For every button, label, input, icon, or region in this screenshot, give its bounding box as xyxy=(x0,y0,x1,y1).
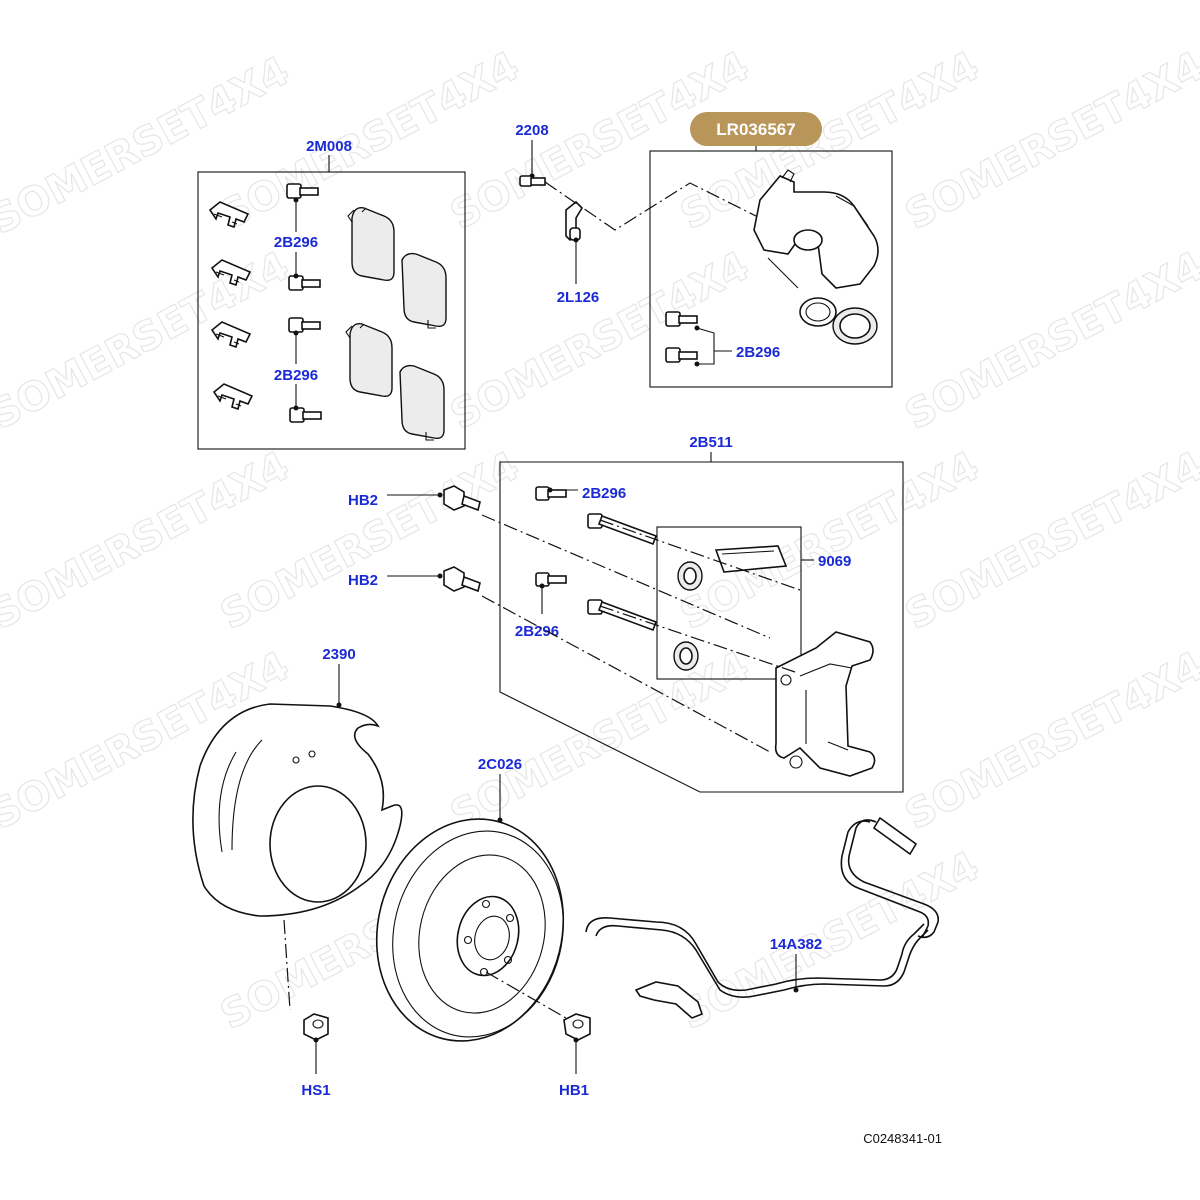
label-shield[interactable]: 2390 xyxy=(322,646,355,663)
drawing-code: C0248341-01 xyxy=(863,1131,942,1146)
label-disc[interactable]: 2C026 xyxy=(478,756,522,773)
abs-sensor xyxy=(585,816,940,1019)
grease-sachet xyxy=(714,545,788,573)
watermark: SOMERSET4X4 xyxy=(443,243,757,439)
label-bolt-e[interactable]: 2B296 xyxy=(515,623,559,640)
caliper-carrier xyxy=(774,631,876,777)
boot-box xyxy=(656,526,802,680)
shield-screw xyxy=(303,1013,329,1041)
bolt xyxy=(288,275,321,291)
pad-kit-group: 2M008 xyxy=(197,138,466,450)
caliper-box xyxy=(649,150,893,388)
carrier-group: 2B511 2B296 2B296 xyxy=(481,434,904,793)
label-bolt-d[interactable]: 2B296 xyxy=(582,485,626,502)
caliper-group: LR036567 2B296 xyxy=(649,112,893,388)
pad-kit-box xyxy=(197,171,466,450)
splash-shield xyxy=(192,703,403,917)
sensor-group: 14A382 xyxy=(585,816,940,1019)
carrier-kit-box xyxy=(499,461,904,793)
label-bolt-b[interactable]: 2B296 xyxy=(274,367,318,384)
disc-group: 2C026 HB1 xyxy=(375,756,591,1099)
watermark: SOMERSET4X4 xyxy=(0,243,297,439)
label-carrier-kit[interactable]: 2B511 xyxy=(689,434,732,451)
brake-disc xyxy=(375,818,565,1042)
label-sensor[interactable]: 14A382 xyxy=(770,936,823,953)
label-disc-screw[interactable]: HB1 xyxy=(559,1082,589,1099)
label-bolt-a[interactable]: 2B296 xyxy=(274,234,318,251)
watermark: SOMERSET4X4 xyxy=(898,643,1200,839)
brake-pad xyxy=(347,207,395,282)
watermark: SOMERSET4X4 xyxy=(673,843,987,1039)
bolt xyxy=(665,311,698,327)
anti-rattle-clip xyxy=(212,383,254,411)
bleed-screw xyxy=(519,175,546,187)
piston-seal xyxy=(799,297,837,327)
dust-boot xyxy=(673,641,699,671)
guide-pin xyxy=(587,599,658,632)
brake-pad xyxy=(401,252,447,329)
disc-screw xyxy=(563,1013,591,1041)
guide-pin xyxy=(587,513,658,546)
hub-bolt xyxy=(443,566,481,593)
label-grease[interactable]: 9069 xyxy=(818,553,851,570)
caliper-housing xyxy=(753,169,879,289)
bolt xyxy=(286,183,319,199)
bolt xyxy=(288,317,321,333)
label-hub-bolt-2[interactable]: HB2 xyxy=(348,572,378,589)
piston xyxy=(832,307,878,345)
badge-bg xyxy=(690,112,822,146)
shield-group: 2390 HS1 xyxy=(192,646,403,1099)
dust-boot xyxy=(677,561,703,591)
watermark-layer: SOMERSET4X4 SOMERSET4X4 SOMERSET4X4 SOME… xyxy=(0,42,1200,1039)
anti-rattle-clip xyxy=(210,321,252,349)
watermark: SOMERSET4X4 xyxy=(443,643,757,839)
hub-bolt-group: HB2 HB2 xyxy=(348,485,481,593)
anti-rattle-clip xyxy=(210,259,252,287)
label-hub-bolt-1[interactable]: HB2 xyxy=(348,492,378,509)
label-caliper[interactable]: LR036567 xyxy=(716,120,795,139)
hub-bolt xyxy=(443,485,481,512)
bleed-group: 2208 2L126 xyxy=(515,122,761,306)
brake-pad xyxy=(399,364,445,441)
highlight-badge[interactable]: LR036567 xyxy=(690,112,822,146)
brake-pad xyxy=(345,323,393,398)
label-bleed-cap[interactable]: 2L126 xyxy=(557,289,600,306)
anti-rattle-clip xyxy=(208,201,250,229)
watermark: SOMERSET4X4 xyxy=(898,243,1200,439)
bleed-cap xyxy=(565,200,584,242)
label-pad-kit[interactable]: 2M008 xyxy=(306,138,352,155)
label-shield-screw[interactable]: HS1 xyxy=(301,1082,330,1099)
label-bolt-c[interactable]: 2B296 xyxy=(736,344,780,361)
bolt xyxy=(665,347,698,363)
label-bleed-screw[interactable]: 2208 xyxy=(515,122,548,139)
